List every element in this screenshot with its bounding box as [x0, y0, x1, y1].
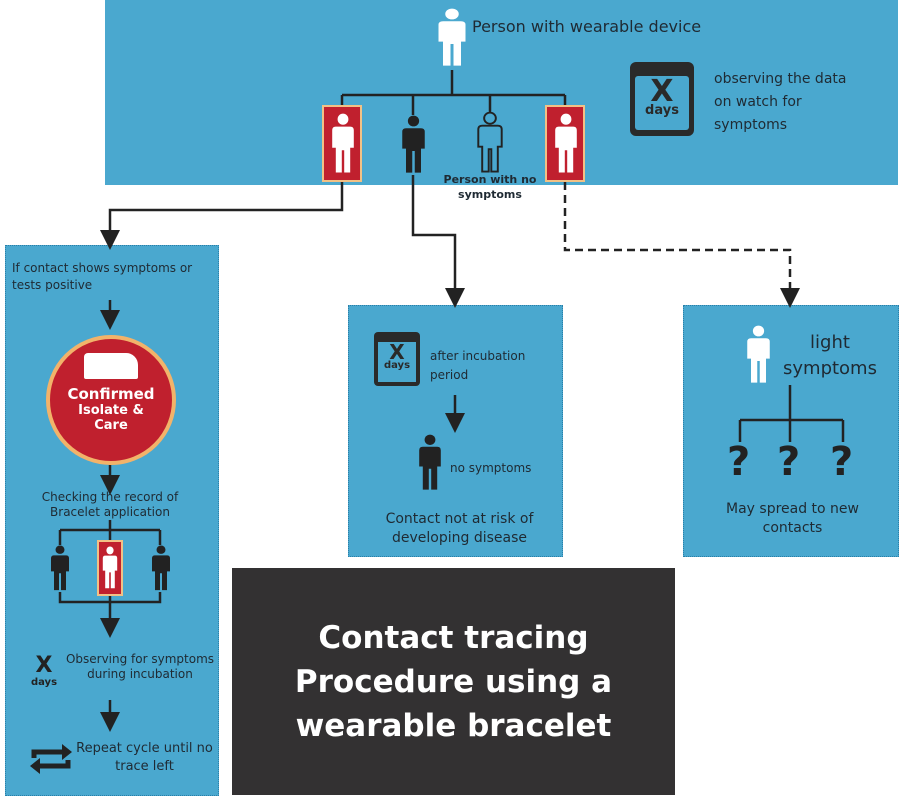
repeat-icon	[30, 744, 72, 774]
checking-text: Checking the record of Bracelet applicat…	[41, 490, 179, 519]
dark-person-middle	[418, 434, 442, 492]
after-incubation-text: after incubation period	[430, 349, 526, 382]
calendar-icon-small: X days	[374, 332, 420, 386]
not-at-risk-text: Contact not at risk of developing diseas…	[385, 511, 534, 546]
confirmed-circle: Confirmed Isolate & Care	[46, 335, 176, 465]
hospital-bed-icon	[84, 353, 138, 379]
person-figure	[477, 111, 503, 173]
light-symptoms-text: light symptoms	[783, 332, 877, 379]
x-days-icon: X days	[28, 653, 60, 689]
question-mark-3: ?	[830, 439, 854, 485]
circle-line2: Isolate &	[78, 403, 144, 418]
no-symptoms-text: no symptoms	[450, 461, 532, 475]
person-figure	[332, 113, 354, 173]
observing-text: Observing for symptoms during incubation	[65, 652, 215, 681]
no-symptoms-label: Person with no symptoms	[443, 173, 537, 201]
red-box-person-left	[97, 540, 123, 596]
observe-text: observing the data on watch for symptoms	[714, 71, 847, 133]
days-label: days	[383, 360, 411, 371]
person-figure	[51, 545, 69, 591]
days-label: days	[30, 677, 58, 688]
calendar-days: days	[645, 103, 679, 118]
question-mark-1: ?	[727, 439, 751, 485]
person-figure	[419, 434, 441, 490]
diagram-title: Contact tracing Procedure using a wearab…	[232, 568, 675, 795]
calendar-icon: X days	[630, 62, 694, 136]
person-with-device-label: Person with wearable device	[472, 17, 702, 36]
circle-line1: Confirmed	[67, 385, 155, 403]
title-text: Contact tracing Procedure using a wearab…	[294, 619, 613, 744]
circle-line3: Care	[94, 418, 128, 433]
outline-person-icon	[477, 111, 503, 174]
may-spread-text: May spread to new contacts	[726, 501, 859, 536]
left-intro: If contact shows symptoms or tests posit…	[12, 261, 193, 292]
person-figure	[555, 113, 577, 173]
dark-person-left	[50, 545, 70, 592]
white-person-right	[746, 325, 771, 385]
person-figure	[102, 546, 118, 589]
dark-person-icon	[401, 115, 426, 175]
person-figure	[747, 325, 770, 383]
person-figure	[402, 115, 425, 173]
x-label: X	[389, 340, 405, 364]
top-panel	[105, 0, 898, 185]
question-mark-2: ?	[777, 439, 801, 485]
red-box-person-1	[322, 105, 362, 182]
person-figure	[152, 545, 170, 591]
x-label: X	[35, 653, 53, 678]
calendar-x: X	[650, 74, 674, 109]
person-icon	[437, 8, 467, 68]
red-box-person-2	[545, 105, 585, 182]
repeat-text: Repeat cycle until no trace left	[76, 741, 213, 774]
person-figure	[438, 8, 466, 66]
dark-person-right	[151, 545, 171, 592]
